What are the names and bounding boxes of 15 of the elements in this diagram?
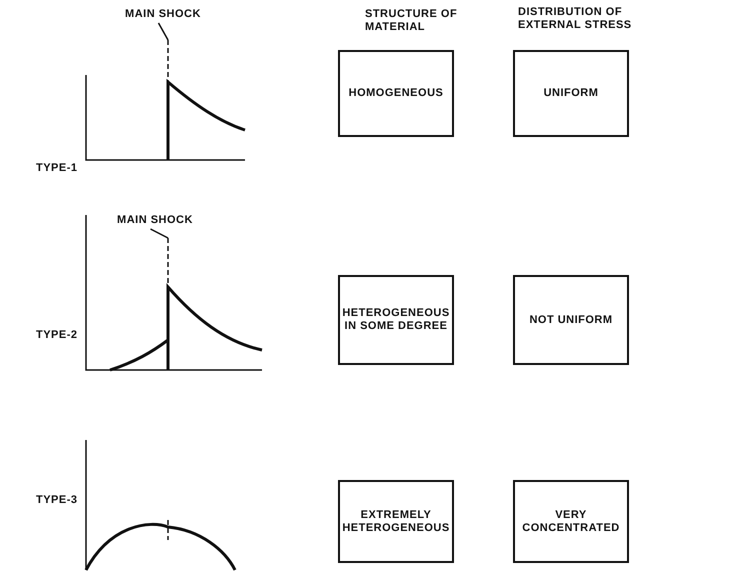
row-label: TYPE-2 (36, 329, 79, 342)
category-box: EXTREMELY HETEROGENEOUS (338, 480, 454, 563)
leader-line (158, 22, 169, 40)
row-label: TYPE-3 (36, 494, 79, 507)
column-heading: DISTRIBUTION OF EXTERNAL STRESS (518, 6, 633, 32)
category-box: UNIFORM (513, 50, 629, 137)
callout-text: MAIN SHOCK (110, 212, 200, 228)
category-box: HOMOGENEOUS (338, 50, 454, 137)
leader-line (150, 228, 168, 239)
callout-text: MAIN SHOCK (118, 6, 208, 22)
category-box: HETEROGENEOUS IN SOME DEGREE (338, 275, 454, 365)
row-label: TYPE-1 (36, 162, 79, 175)
category-box: NOT UNIFORM (513, 275, 629, 365)
column-heading: STRUCTURE OF MATERIAL (365, 8, 458, 34)
category-box: VERY CONCENTRATED (513, 480, 629, 563)
